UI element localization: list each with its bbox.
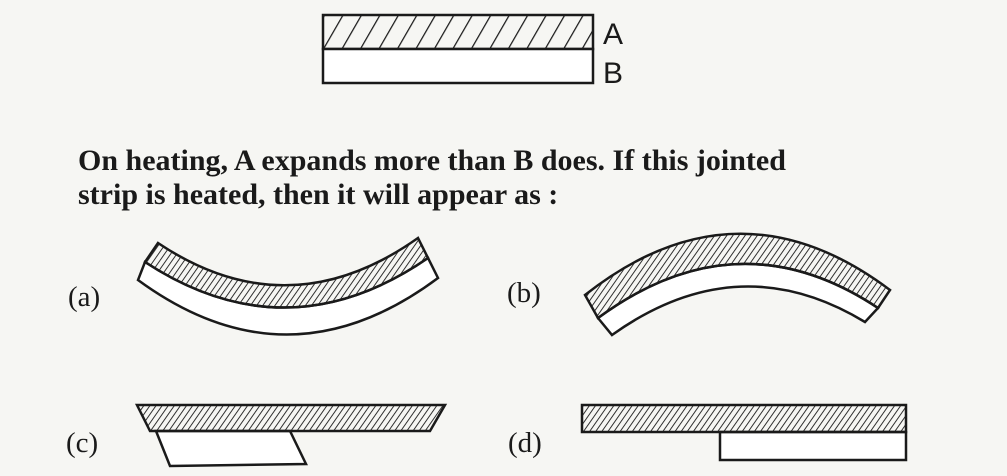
option-a-strip-a — [143, 236, 430, 309]
option-b-label: (b) — [507, 277, 541, 309]
strip-a — [321, 13, 595, 51]
question-line-2: strip is heated, then it will appear as … — [78, 178, 558, 211]
strip-b — [321, 47, 595, 85]
option-a[interactable]: (a) — [68, 236, 440, 336]
label-b: B — [603, 57, 623, 90]
bimetal-strip: A B — [321, 13, 623, 90]
option-d-strip-b — [718, 430, 908, 462]
option-c-strip-a — [134, 403, 448, 433]
question-line-1: On heating, A expands more than B does. … — [78, 144, 786, 177]
option-a-label: (a) — [68, 281, 100, 313]
label-a: A — [603, 18, 623, 51]
option-b[interactable]: (b) — [507, 232, 892, 337]
option-c-label: (c) — [66, 427, 98, 459]
option-c-strip-b — [154, 429, 308, 468]
option-d-label: (d) — [508, 427, 542, 459]
option-c[interactable]: (c) — [66, 403, 448, 468]
option-d[interactable]: (d) — [508, 403, 908, 462]
option-d-strip-a — [580, 403, 908, 434]
option-b-strip-a — [583, 232, 892, 320]
